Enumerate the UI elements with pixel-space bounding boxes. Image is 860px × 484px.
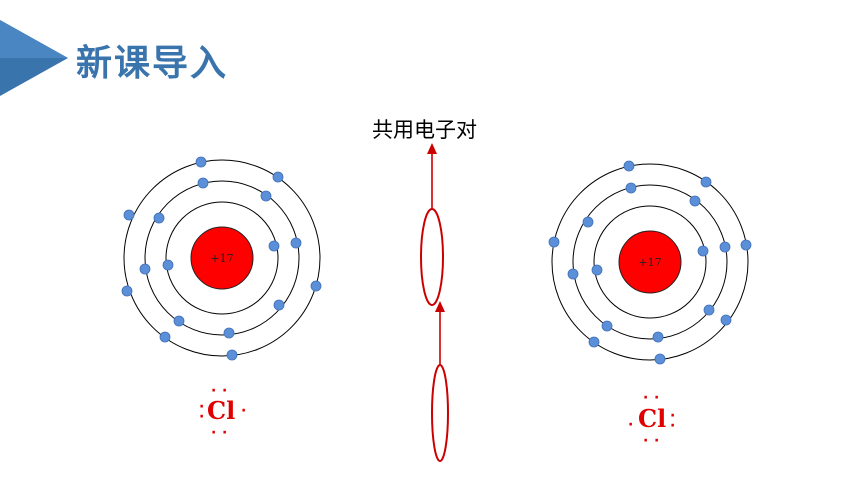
electron [290,237,302,249]
electron [260,190,272,202]
page-title: 新课导入 [76,43,229,84]
lower-electron-ellipse [431,364,449,462]
electron [654,353,666,365]
electron [226,349,238,361]
left-shell-1 [165,201,279,315]
electron [310,280,322,292]
lewis-dot: · [222,425,228,441]
right-chlorine-symbol: Cl [638,404,667,433]
electron [567,268,579,280]
left-shell-2 [144,180,300,336]
electron [195,156,207,168]
lewis-dot: · [670,418,676,434]
electron [625,182,637,194]
lewis-dot: · [643,390,649,406]
lewis-dot: · [211,425,217,441]
electron [548,236,560,248]
left-nucleus [190,226,254,290]
right-chlorine-atom: +17 [548,160,752,365]
electron [273,299,285,311]
lewis-dot: · [628,417,634,433]
electron [223,327,235,339]
electron [162,259,174,271]
left-electrons [121,156,322,361]
electron [652,331,664,343]
electron [153,212,165,224]
electron [719,241,731,253]
upper-electron-ellipse [420,208,444,306]
lewis-dot: · [222,383,228,399]
electron [173,315,185,327]
lewis-dot: · [654,390,660,406]
electron [740,239,752,251]
shared-electron-pair-label: 共用电子对 [372,118,477,142]
lower-arrowhead [435,301,445,312]
header-arrow-highlight [0,20,68,58]
right-nucleus [618,230,682,294]
electron [720,314,732,326]
right-shell-1 [593,205,707,319]
right-electrons [548,160,752,365]
shared-pair-illustration [420,143,449,462]
electron [582,216,594,228]
lewis-dot: · [199,409,205,425]
left-chlorine-atom: +17 [121,156,322,361]
electron [700,176,712,188]
electron [588,336,600,348]
right-shell-3 [551,163,749,361]
electron [591,264,603,276]
lewis-dot: · [643,433,649,449]
header-banner [0,20,68,96]
electron [272,171,284,183]
left-nucleus-label: +17 [210,252,233,265]
electron [601,320,613,332]
lewis-dot: · [211,383,217,399]
electron [689,195,701,207]
lewis-dot: · [199,399,205,415]
right-nucleus-label: +17 [638,256,661,269]
electron [123,209,135,221]
left-chlorine-symbol: Cl [207,396,236,425]
electron [623,160,635,172]
left-shell-3 [123,159,321,357]
electron [697,245,709,257]
electron [139,263,151,275]
lewis-dot: · [241,403,247,419]
electron [268,240,280,252]
lewis-dot: · [670,408,676,424]
lewis-dot: · [654,433,660,449]
electron [159,331,171,343]
upper-arrowhead [427,143,437,154]
electron [197,177,209,189]
electron [121,285,133,297]
electron [703,304,715,316]
right-shell-2 [572,184,728,340]
